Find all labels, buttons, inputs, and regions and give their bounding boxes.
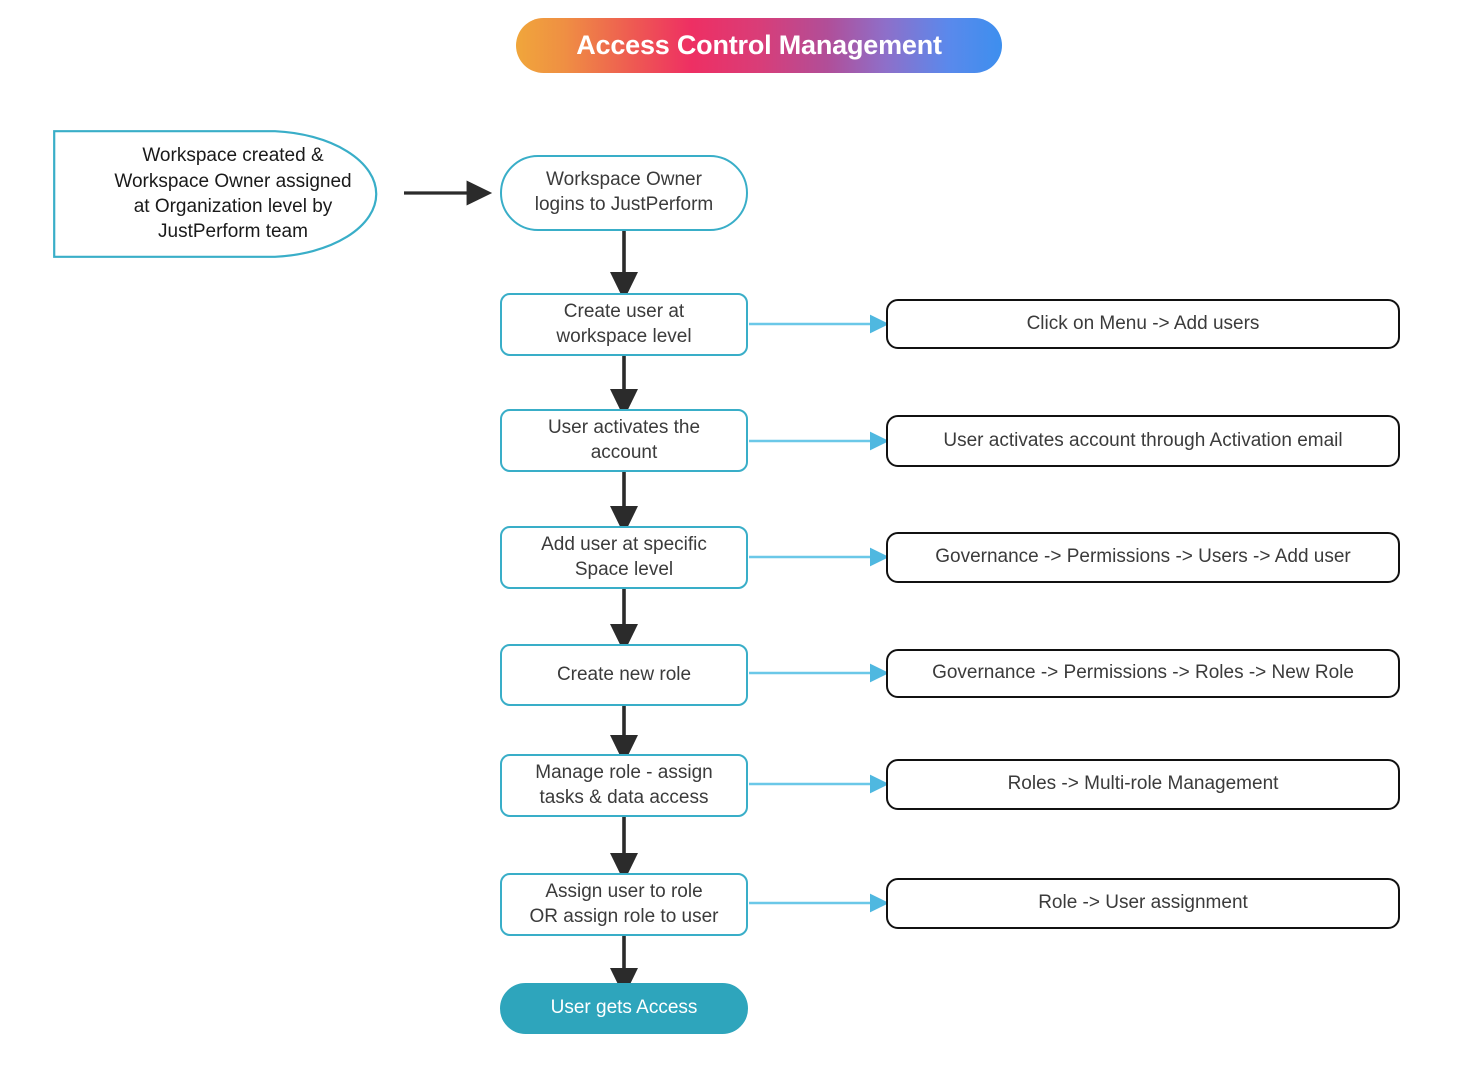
flow-node-login[interactable]: Workspace Owner logins to JustPerform [500, 155, 748, 231]
page-title-banner: Access Control Management [516, 18, 1002, 73]
flow-node-activate[interactable]: User activates the account [500, 409, 748, 472]
flow-node-add-user[interactable]: Add user at specific Space level [500, 526, 748, 589]
start-node-label: Workspace created & Workspace Owner assi… [114, 145, 352, 243]
annotation-new-role-path[interactable]: Governance -> Permissions -> Roles -> Ne… [886, 649, 1400, 698]
annotation-activation-email[interactable]: User activates account through Activatio… [886, 415, 1400, 467]
flow-node-create-role[interactable]: Create new role [500, 644, 748, 706]
flow-node-create-user[interactable]: Create user at workspace level [500, 293, 748, 356]
flow-node-manage-role[interactable]: Manage role - assign tasks & data access [500, 754, 748, 817]
start-node-shape [53, 130, 378, 258]
flow-node-assign[interactable]: Assign user to role OR assign role to us… [500, 873, 748, 936]
annotation-add-user-path[interactable]: Governance -> Permissions -> Users -> Ad… [886, 532, 1400, 583]
annotation-user-assignment[interactable]: Role -> User assignment [886, 878, 1400, 929]
flow-node-access[interactable]: User gets Access [500, 983, 748, 1034]
start-node: Workspace created & Workspace Owner assi… [53, 130, 423, 258]
annotation-multi-role[interactable]: Roles -> Multi-role Management [886, 759, 1400, 810]
annotation-add-users[interactable]: Click on Menu -> Add users [886, 299, 1400, 349]
page-title: Access Control Management [576, 30, 942, 60]
